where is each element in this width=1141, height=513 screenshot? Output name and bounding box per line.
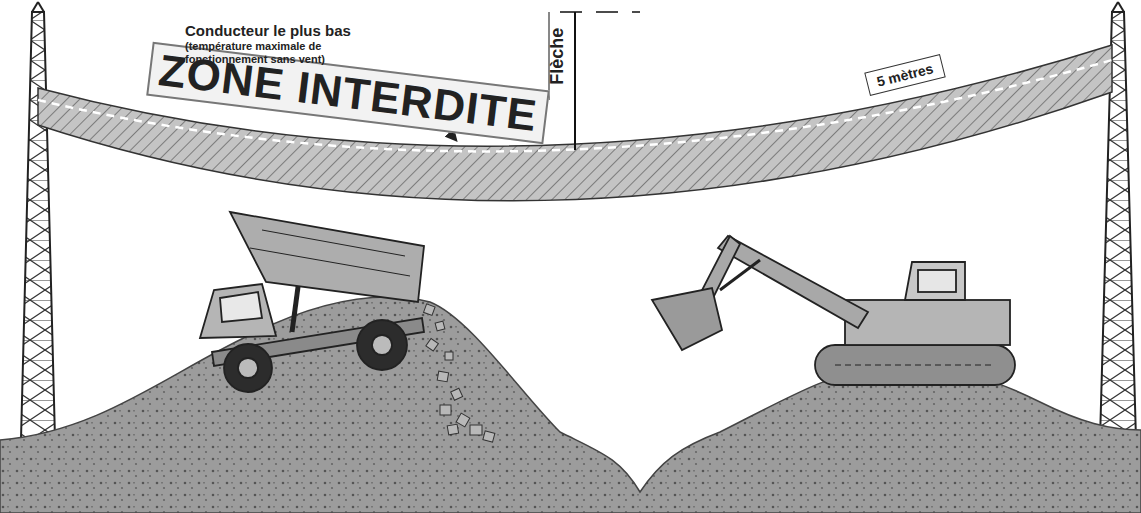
debris [424, 304, 495, 442]
conductor-note: (température maximale de fonctionnement … [185, 40, 360, 65]
node-text: 5 mètres [875, 60, 935, 89]
dump-truck [200, 212, 424, 392]
excavator [652, 236, 1015, 385]
sag-line [574, 12, 576, 150]
sag-tick [560, 11, 640, 13]
sag-label: Flèche [547, 21, 568, 91]
conductor-label: Conducteur le plus bas [185, 22, 405, 39]
distance-label-box: 5 mètres [864, 54, 945, 96]
pylon-left [20, 2, 56, 478]
ground [0, 297, 1141, 513]
